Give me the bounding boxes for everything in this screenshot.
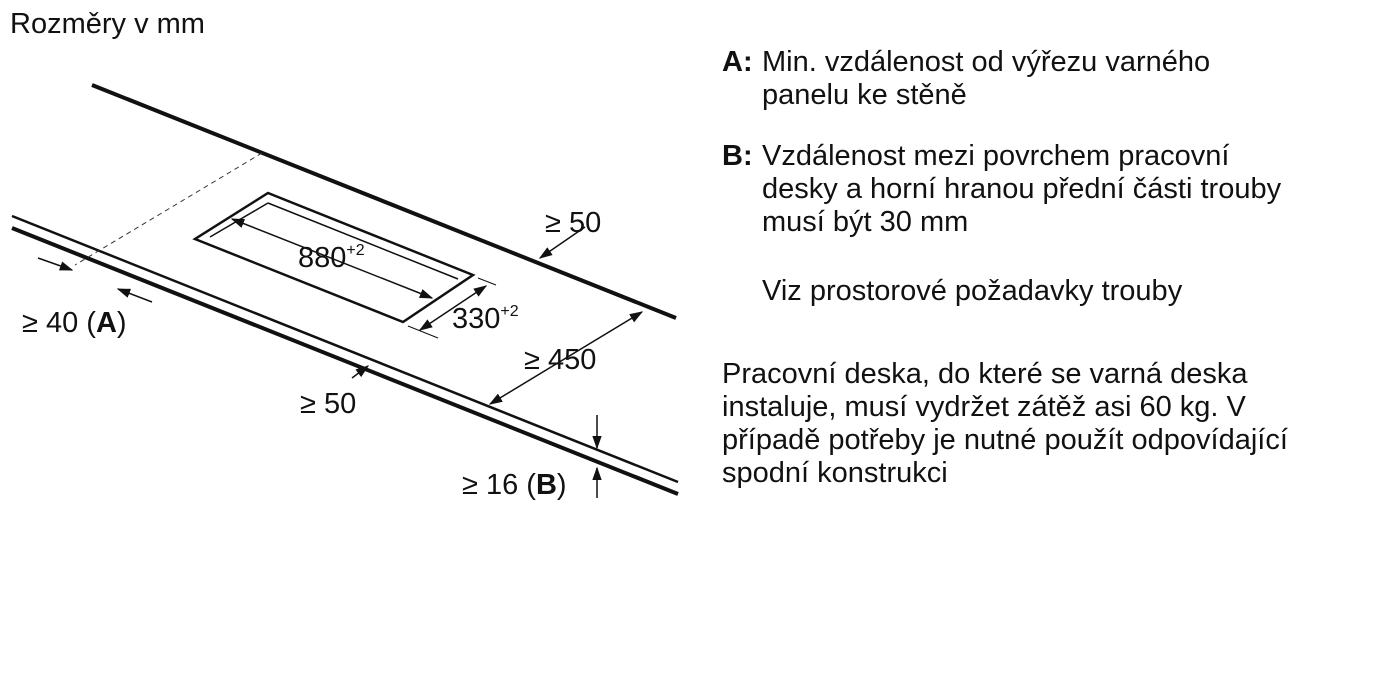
note-b: B: Vzdálenost mezi povrchem pracovní des… bbox=[722, 140, 1362, 239]
wall-dim-value: ≥ 40 ( bbox=[22, 307, 96, 339]
wall-arrow-1 bbox=[37, 257, 74, 271]
wall-dashed-line bbox=[74, 152, 263, 266]
back-dim-arrow bbox=[538, 226, 586, 259]
note-a-key: A: bbox=[722, 46, 753, 78]
note-a-text: Min. vzdálenost od výřezu varného panelu… bbox=[762, 46, 1211, 111]
note-a: A: Min. vzdálenost od výřezu varného pan… bbox=[722, 46, 1362, 112]
width-value: 880 bbox=[298, 242, 346, 274]
depth-ext-1 bbox=[407, 325, 439, 339]
depth-dim-label: 330+2 bbox=[452, 303, 519, 335]
thickness-dim-close: ) bbox=[557, 469, 567, 501]
thickness-dim-value: ≥ 16 ( bbox=[462, 469, 536, 501]
worktop-back-edge bbox=[91, 83, 677, 320]
wall-dim-label: ≥ 40 (A) bbox=[22, 307, 127, 339]
side-gap-tick bbox=[350, 355, 372, 368]
worktop-front-edge-top bbox=[11, 214, 679, 484]
wall-dim-close: ) bbox=[117, 307, 127, 339]
depth-tolerance: +2 bbox=[500, 303, 518, 320]
depth-ext-2 bbox=[477, 277, 497, 286]
page-title: Rozměry v mm bbox=[10, 8, 205, 40]
back-dim-label: ≥ 50 bbox=[545, 207, 601, 239]
note-b-key: B: bbox=[722, 140, 753, 172]
wall-arrow-2 bbox=[116, 288, 153, 303]
note-oven: Viz prostorové požadavky trouby bbox=[762, 275, 1183, 307]
thickness-dim-key: B bbox=[536, 469, 557, 501]
notes-panel: A: Min. vzdálenost od výřezu varného pan… bbox=[722, 46, 1362, 490]
front-dim-label: ≥ 450 bbox=[524, 344, 596, 376]
worktop-front-edge-bottom bbox=[11, 226, 679, 496]
thickness-dim-label: ≥ 16 (B) bbox=[462, 469, 567, 501]
wall-dim-key: A bbox=[96, 307, 117, 339]
width-dim-label: 880+2 bbox=[298, 242, 365, 274]
installation-diagram: ≥ 50 880+2 330+2 ≥ 450 ≥ 50 ≥ 40 (A) ≥ 1… bbox=[11, 83, 679, 501]
front-dim-arrow bbox=[488, 311, 644, 405]
side-dim-label: ≥ 50 bbox=[300, 388, 356, 420]
side-dim-arrow bbox=[351, 365, 370, 379]
width-tolerance: +2 bbox=[346, 242, 364, 259]
note-load: Pracovní deska, do které se varná deska … bbox=[722, 358, 1288, 489]
width-arrow bbox=[230, 218, 434, 299]
note-b-text: Vzdálenost mezi povrchem pracovní desky … bbox=[762, 140, 1282, 238]
depth-value: 330 bbox=[452, 303, 500, 335]
depth-arrow bbox=[418, 285, 488, 331]
